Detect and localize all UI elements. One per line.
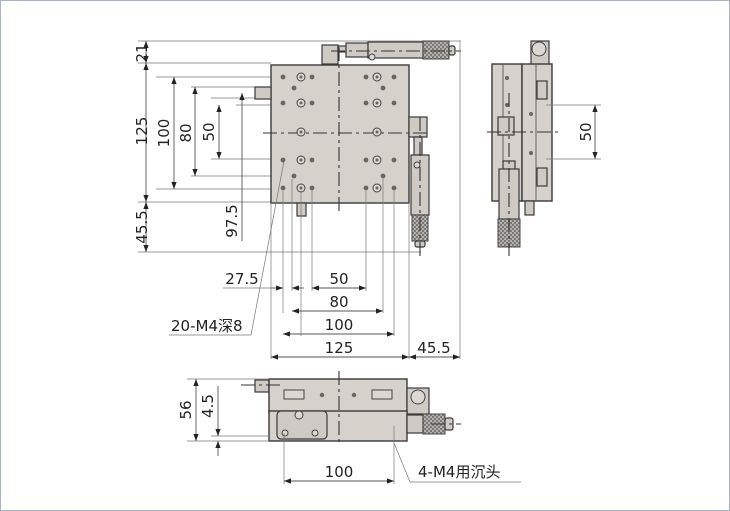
side-view: 50 <box>487 40 601 256</box>
dim-label-side-50: 50 <box>577 122 595 141</box>
dim-label-45-5: 45.5 <box>133 210 151 243</box>
dim-label-front-100: 100 <box>325 463 354 481</box>
callout-tapped-holes: 20-M4深8 <box>171 317 243 335</box>
leader-line-tapped-holes <box>250 160 285 336</box>
top-view: 21 125 45.5 100 80 50 97.5 <box>133 40 461 360</box>
dim-label-125-h: 125 <box>325 339 354 357</box>
lock-screw-bottom <box>296 202 307 217</box>
dim-label-4-5: 4.5 <box>199 394 217 418</box>
dim-label-125: 125 <box>133 117 151 146</box>
dim-label-97-5: 97.5 <box>223 204 241 237</box>
micrometer-sleeve <box>345 42 369 58</box>
dim-label-50-v: 50 <box>200 122 218 141</box>
leader-line-counterbore <box>393 442 411 483</box>
dim-label-27-5: 27.5 <box>225 270 258 288</box>
dim-label-80-h: 80 <box>329 293 348 311</box>
micrometer-mount-side <box>408 116 428 138</box>
dim-label-80: 80 <box>177 123 195 142</box>
front-lock-screw <box>254 379 270 393</box>
micrometer-thimble-top <box>422 40 450 60</box>
lock-screw <box>254 86 272 100</box>
dim-label-45-5-h: 45.5 <box>417 339 450 357</box>
micrometer-mount <box>321 44 339 65</box>
dim-label-100: 100 <box>155 119 173 148</box>
dim-label-50-h: 50 <box>329 270 348 288</box>
callout-counterbore: 4-M4用沉头 <box>418 463 500 481</box>
dim-label-100-h: 100 <box>325 316 354 334</box>
dim-label-56: 56 <box>177 400 195 419</box>
front-view: 56 4.5 100 4-M4用沉头 <box>177 371 521 484</box>
mounting-holes <box>280 72 397 193</box>
dim-label-21: 21 <box>133 43 151 62</box>
